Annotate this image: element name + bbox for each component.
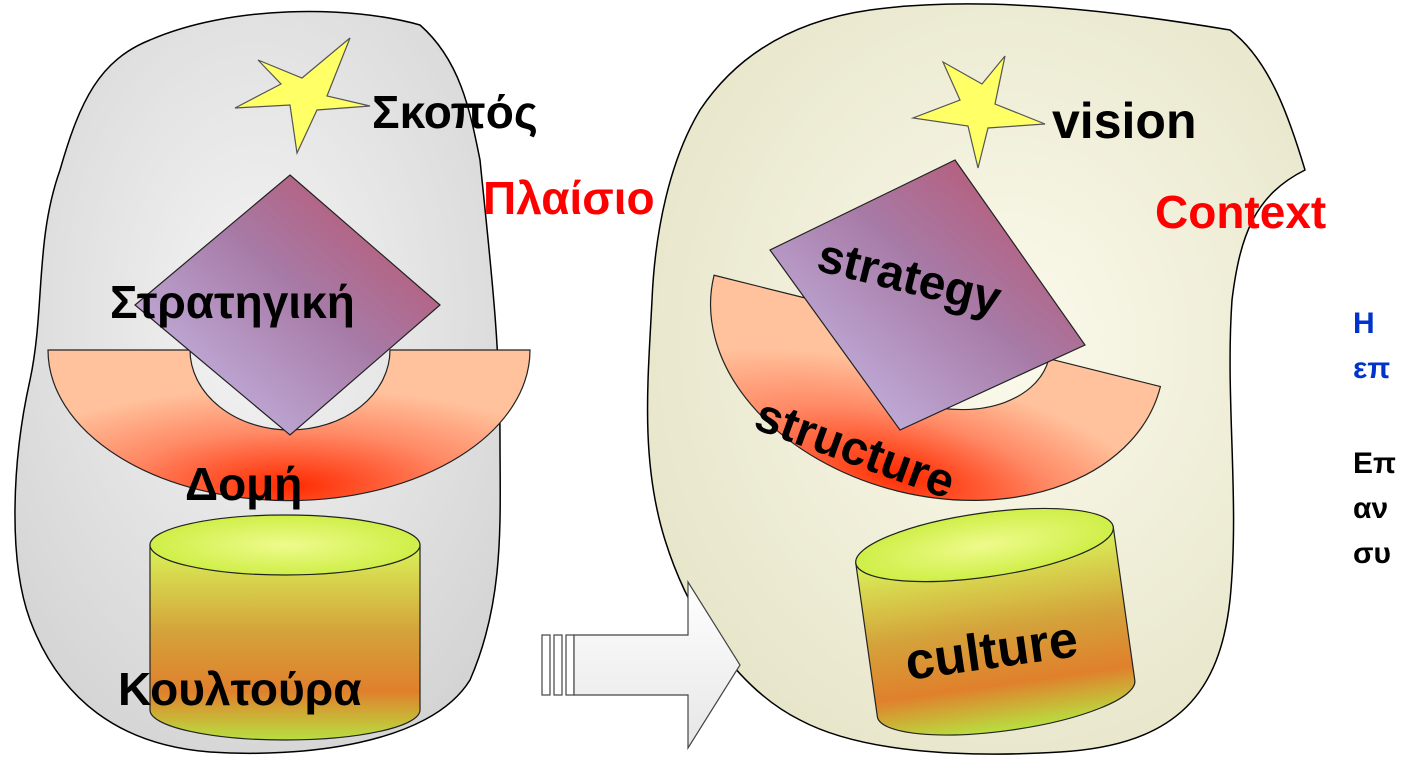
left-strategy-diamond: [134, 174, 441, 436]
side-body-line-2: αν: [1353, 492, 1388, 525]
right-context-label: Context: [1155, 186, 1326, 238]
left-structure-label: Δομή: [185, 458, 302, 510]
left-vision-star-icon: [234, 37, 371, 156]
left-culture-label: Κουλτούρα: [118, 663, 361, 715]
left-structure-arch: [47, 349, 531, 502]
side-heading-line-1: Η: [1353, 307, 1375, 340]
right-vision-label: vision: [1052, 93, 1196, 149]
side-body-line-1: Επ: [1353, 447, 1396, 480]
left-vision-label: Σκοπός: [372, 86, 538, 138]
side-body-line-3: συ: [1353, 537, 1391, 570]
left-culture-cylinder: [149, 544, 421, 741]
right-strategy-diamond: [769, 159, 1086, 431]
left-context-label: Πλαίσιο: [483, 172, 655, 224]
transition-arrow-icon: [541, 579, 741, 751]
right-vision-star-icon: [910, 55, 1046, 169]
left-strategy-label: Στρατηγική: [110, 276, 355, 328]
side-heading-line-2: επ: [1353, 352, 1390, 385]
